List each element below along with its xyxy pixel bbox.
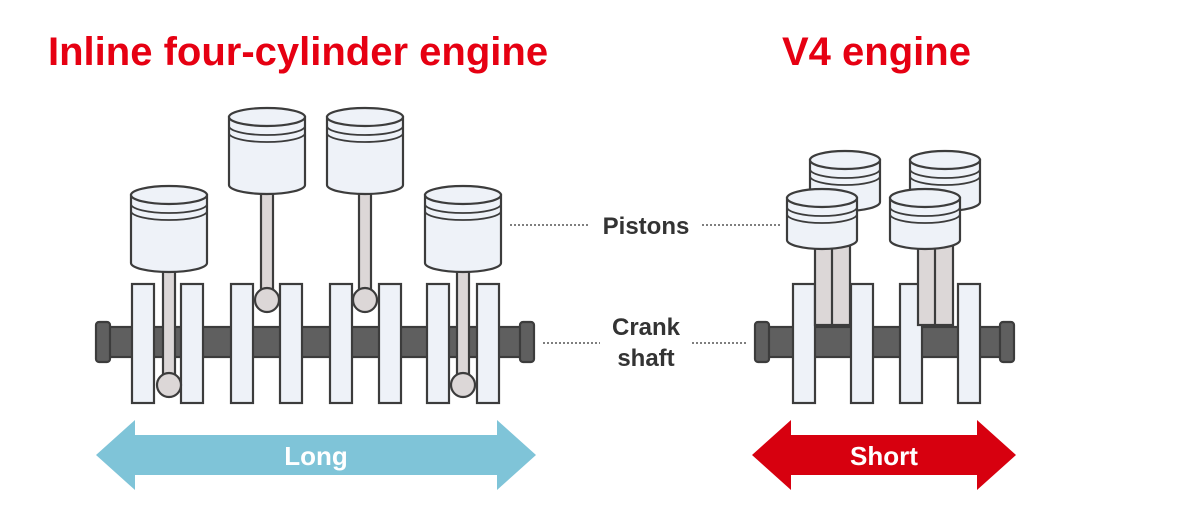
v4-connecting-rod [916, 243, 938, 327]
inline-rod-pin [449, 371, 477, 399]
inline-rod-pin [155, 371, 183, 399]
title-v4-engine: V4 engine [782, 30, 971, 74]
crank-shaft-label-line1: Crank [612, 314, 681, 341]
inline-crank-web [475, 282, 501, 405]
pistons-label: Pistons [603, 213, 690, 240]
inline-crank-web [130, 282, 156, 405]
v4-crank-web [791, 282, 817, 405]
inline-piston [129, 184, 209, 274]
v4-piston-front [785, 187, 859, 251]
v4-shaft-end-left [753, 320, 771, 364]
crank-shaft-label-line2: shaft [617, 345, 674, 372]
short-arrow [752, 420, 1016, 490]
inline-piston [227, 106, 307, 196]
inline-rod-pin [351, 286, 379, 314]
inline-connecting-rod [161, 263, 177, 387]
inline-crank-web [425, 282, 451, 405]
v4-connecting-rod [830, 243, 852, 327]
inline-connecting-rod [259, 185, 275, 302]
inline-shaft-end-right [518, 320, 536, 364]
v4-connecting-rod [813, 243, 835, 327]
long-arrow-label: Long [284, 441, 348, 471]
inline-crank-web [229, 282, 255, 405]
v4-engine-illustration [753, 149, 1016, 405]
inline-connecting-rod [357, 185, 373, 302]
inline-crank-web [179, 282, 205, 405]
inline-crank-web [328, 282, 354, 405]
inline-piston [325, 106, 405, 196]
v4-piston-front [888, 187, 962, 251]
title-inline-engine: Inline four-cylinder engine [48, 30, 549, 74]
v4-shaft-end-right [998, 320, 1016, 364]
v4-connecting-rod [933, 243, 955, 327]
inline-crank-web [377, 282, 403, 405]
inline-piston [423, 184, 503, 274]
inline-crank-web [278, 282, 304, 405]
inline-shaft-end-left [94, 320, 112, 364]
inline-engine-illustration [94, 106, 536, 405]
inline-rod-pin [253, 286, 281, 314]
v4-crank-web [898, 282, 924, 405]
short-arrow-label: Short [850, 441, 918, 471]
inline-connecting-rod [455, 263, 471, 387]
v4-crank-web [956, 282, 982, 405]
long-arrow [96, 420, 536, 490]
v4-crank-web [849, 282, 875, 405]
